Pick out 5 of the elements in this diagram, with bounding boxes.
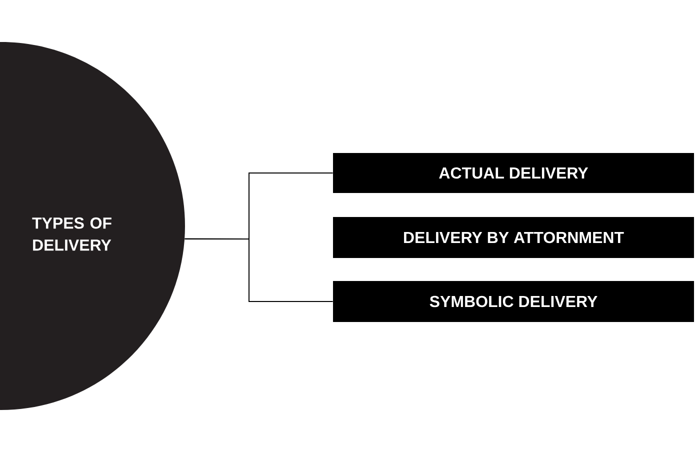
label-box: ACTUAL DELIVERY: [333, 153, 694, 193]
label-box: DELIVERY BY ATTORNMENT: [333, 217, 694, 258]
label-box: SYMBOLIC DELIVERY: [333, 281, 694, 322]
node-text: TYPES OF DELIVERY: [32, 217, 112, 251]
connector-line: [184, 238, 334, 302]
